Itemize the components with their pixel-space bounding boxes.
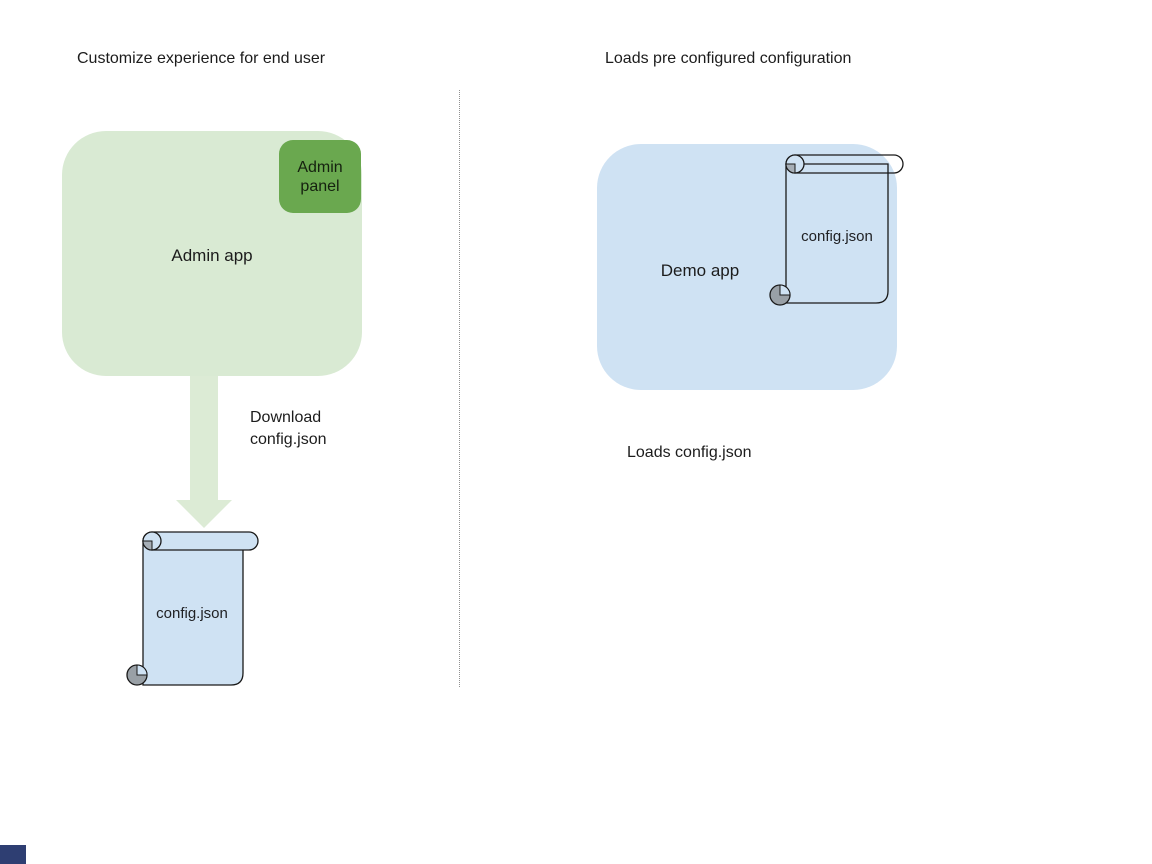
loads-config-caption: Loads config.json bbox=[627, 444, 752, 461]
config-file-label-right: config.json bbox=[801, 228, 873, 245]
demo-app-box bbox=[597, 144, 897, 390]
demo-app-label: Demo app bbox=[660, 261, 740, 280]
download-arrow-icon bbox=[176, 376, 232, 528]
scroll-top-curl-shade bbox=[142, 540, 153, 551]
config-scroll-right-icon bbox=[769, 154, 904, 306]
admin-panel-badge: Admin panel bbox=[279, 140, 361, 213]
scroll-top-curl-shade bbox=[785, 163, 796, 174]
section-divider bbox=[459, 90, 460, 687]
config-file-label-left: config.json bbox=[156, 605, 228, 622]
download-label: Download config.json bbox=[250, 409, 327, 448]
admin-panel-label: Admin panel bbox=[297, 158, 343, 195]
admin-app-label: Admin app bbox=[171, 246, 253, 265]
section-title-left: Customize experience for end user bbox=[77, 50, 326, 67]
arrow-shape bbox=[176, 376, 232, 528]
config-scroll-left-icon bbox=[126, 531, 259, 686]
scroll-body bbox=[785, 163, 889, 304]
scroll-bottom-curl-notch bbox=[779, 284, 791, 296]
scroll-body bbox=[142, 540, 244, 686]
corner-shape-fragment bbox=[0, 845, 26, 864]
section-title-right: Loads pre configured configuration bbox=[605, 50, 852, 67]
scroll-bottom-curl-notch bbox=[136, 664, 148, 676]
